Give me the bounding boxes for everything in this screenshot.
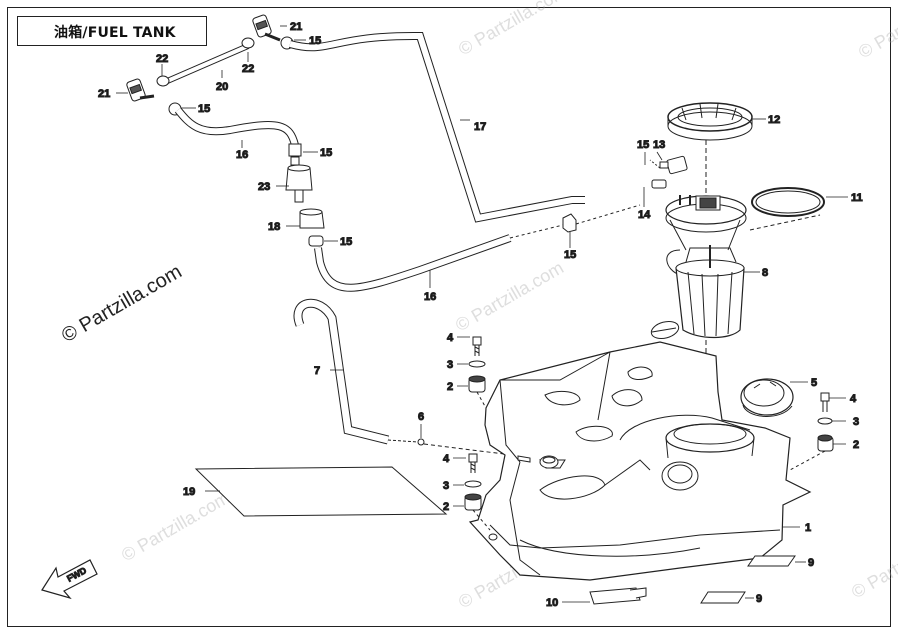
clamp-22-top (241, 37, 255, 49)
hose-16-lower (314, 234, 512, 292)
fuel-pump-8 (650, 195, 747, 340)
callout-2: 2 (443, 501, 449, 513)
sleeve-18 (299, 208, 325, 229)
o-ring-11 (751, 187, 825, 217)
callout-8: 8 (762, 267, 768, 279)
callout-23: 23 (258, 181, 270, 193)
callout-21: 21 (98, 88, 110, 100)
callout-3: 3 (447, 359, 453, 371)
breather-hose-7 (293, 298, 390, 445)
clamp-22-left (156, 75, 170, 87)
callout-15: 15 (340, 236, 352, 248)
callout-9: 9 (756, 593, 762, 605)
fuel-filter-23 (285, 143, 313, 203)
callout-12: 12 (768, 114, 780, 126)
hose-17 (288, 31, 585, 223)
callout-19: 19 (183, 486, 195, 498)
callout-11: 11 (851, 192, 863, 204)
callout-5: 5 (811, 377, 817, 389)
callout-4: 4 (850, 393, 857, 405)
callout-4: 4 (447, 332, 454, 344)
connector-13 (659, 155, 688, 175)
connector-21-left (126, 78, 155, 102)
callout-2: 2 (853, 439, 859, 451)
bolt-4-a (472, 336, 482, 356)
callout-3: 3 (853, 416, 859, 428)
callout-21: 21 (290, 21, 302, 33)
callout-14: 14 (638, 209, 651, 221)
callout-15: 15 (564, 249, 576, 261)
clamp-15-c (308, 235, 324, 247)
callout-16: 16 (424, 291, 436, 303)
callout-18: 18 (268, 221, 280, 233)
callout-15: 15 (320, 147, 332, 159)
callout-13: 13 (653, 139, 665, 151)
grommet-2-a (468, 375, 486, 393)
washer-3-a (468, 360, 486, 368)
title-box: 油箱/FUEL TANK (17, 16, 207, 46)
callout-9: 9 (808, 557, 814, 569)
callout-7: 7 (314, 365, 320, 377)
filler-cap-5 (740, 378, 794, 417)
callout-10: 10 (546, 597, 558, 609)
grommet-2-b (464, 493, 482, 511)
callout-4: 4 (443, 453, 450, 465)
washer-3-c (817, 417, 833, 425)
callout-15: 15 (637, 139, 649, 151)
hose-20 (163, 43, 250, 85)
pad-9-a (747, 555, 796, 567)
diagram-frame (7, 7, 891, 627)
callout-6: 6 (418, 411, 424, 423)
ring-nut-12 (667, 102, 753, 141)
diagram-title: 油箱/FUEL TANK (54, 25, 176, 41)
valve-6 (417, 438, 425, 446)
callout-15: 15 (309, 35, 321, 47)
pad-9-b (700, 591, 746, 604)
fuel-tank-1 (468, 341, 812, 581)
pad-10 (589, 587, 647, 605)
bolt-4-b (468, 453, 478, 473)
callout-1: 1 (805, 522, 811, 534)
callout-17: 17 (474, 121, 486, 133)
pad-19 (194, 466, 448, 517)
callout-22: 22 (156, 53, 168, 65)
callout-20: 20 (216, 81, 228, 93)
callout-2: 2 (447, 381, 453, 393)
callout-15: 15 (198, 103, 210, 115)
grommet-2-c (817, 434, 834, 452)
connector-21-top (252, 14, 281, 42)
clip-14 (651, 179, 667, 189)
callout-22: 22 (242, 63, 254, 75)
callout-16: 16 (236, 149, 248, 161)
clamp-15-d (562, 213, 577, 233)
hose-16-upper (174, 107, 299, 147)
callout-3: 3 (443, 480, 449, 492)
callout-labels: 21 15 22 20 22 21 15 16 15 23 18 15 16 1… (98, 21, 864, 610)
bolt-4-c (820, 392, 830, 412)
washer-3-b (464, 480, 482, 488)
fwd-arrow-icon (41, 559, 98, 600)
